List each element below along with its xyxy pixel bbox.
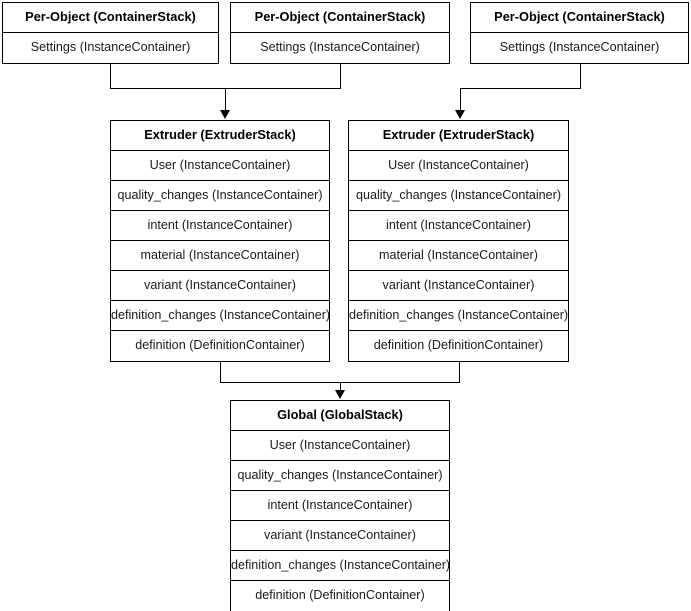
global-stack-row-definition[interactable]: definition (DefinitionContainer) (231, 581, 449, 611)
per-object-stack-3-header: Per-Object (ContainerStack) (471, 3, 688, 33)
extruder-stack-2[interactable]: Extruder (ExtruderStack) User (InstanceC… (348, 120, 569, 362)
connector-right-join (460, 88, 581, 89)
extruder-stack-1-row-material[interactable]: material (InstanceContainer) (111, 241, 329, 271)
per-object-stack-2-row-settings[interactable]: Settings (InstanceContainer) (231, 33, 449, 63)
extruder-stack-2-row-material[interactable]: material (InstanceContainer) (349, 241, 568, 271)
extruder-stack-1-row-quality-changes[interactable]: quality_changes (InstanceContainer) (111, 181, 329, 211)
global-stack-row-definition-changes[interactable]: definition_changes (InstanceContainer) (231, 551, 449, 581)
connector-perobject2-down (340, 62, 341, 89)
per-object-stack-3[interactable]: Per-Object (ContainerStack) Settings (In… (470, 2, 689, 64)
global-stack-row-user[interactable]: User (InstanceContainer) (231, 431, 449, 461)
extruder-stack-2-row-quality-changes[interactable]: quality_changes (InstanceContainer) (349, 181, 568, 211)
extruder-stack-1[interactable]: Extruder (ExtruderStack) User (InstanceC… (110, 120, 330, 362)
connector-extruder2-down (459, 360, 460, 383)
connector-global-feed (340, 382, 341, 392)
per-object-stack-1-row-settings[interactable]: Settings (InstanceContainer) (3, 33, 218, 63)
extruder-stack-1-header: Extruder (ExtruderStack) (111, 121, 329, 151)
arrowhead-to-extruder1 (219, 110, 230, 119)
connector-extruder1-feed (225, 88, 226, 112)
extruder-stack-1-row-definition[interactable]: definition (DefinitionContainer) (111, 331, 329, 361)
arrowhead-to-extruder2 (454, 110, 465, 119)
extruder-stack-1-row-user[interactable]: User (InstanceContainer) (111, 151, 329, 181)
global-stack-row-variant[interactable]: variant (InstanceContainer) (231, 521, 449, 551)
global-stack[interactable]: Global (GlobalStack) User (InstanceConta… (230, 400, 450, 611)
per-object-stack-2-header: Per-Object (ContainerStack) (231, 3, 449, 33)
extruder-stack-2-row-user[interactable]: User (InstanceContainer) (349, 151, 568, 181)
connector-extruder2-feed (460, 88, 461, 112)
global-stack-header: Global (GlobalStack) (231, 401, 449, 431)
connector-perobject1-down (110, 62, 111, 89)
extruder-stack-2-header: Extruder (ExtruderStack) (349, 121, 568, 151)
per-object-stack-1-header: Per-Object (ContainerStack) (3, 3, 218, 33)
arrowhead-to-global (334, 390, 345, 399)
extruder-stack-1-row-definition-changes[interactable]: definition_changes (InstanceContainer) (111, 301, 329, 331)
extruder-stack-2-row-definition-changes[interactable]: definition_changes (InstanceContainer) (349, 301, 568, 331)
extruder-stack-1-row-variant[interactable]: variant (InstanceContainer) (111, 271, 329, 301)
global-stack-row-intent[interactable]: intent (InstanceContainer) (231, 491, 449, 521)
connector-perobject3-down (580, 62, 581, 89)
extruder-stack-2-row-definition[interactable]: definition (DefinitionContainer) (349, 331, 568, 361)
extruder-stack-2-row-intent[interactable]: intent (InstanceContainer) (349, 211, 568, 241)
per-object-stack-2[interactable]: Per-Object (ContainerStack) Settings (In… (230, 2, 450, 64)
extruder-stack-1-row-intent[interactable]: intent (InstanceContainer) (111, 211, 329, 241)
extruder-stack-2-row-variant[interactable]: variant (InstanceContainer) (349, 271, 568, 301)
per-object-stack-1[interactable]: Per-Object (ContainerStack) Settings (In… (2, 2, 219, 64)
per-object-stack-3-row-settings[interactable]: Settings (InstanceContainer) (471, 33, 688, 63)
connector-extruder1-down (220, 360, 221, 383)
global-stack-row-quality-changes[interactable]: quality_changes (InstanceContainer) (231, 461, 449, 491)
